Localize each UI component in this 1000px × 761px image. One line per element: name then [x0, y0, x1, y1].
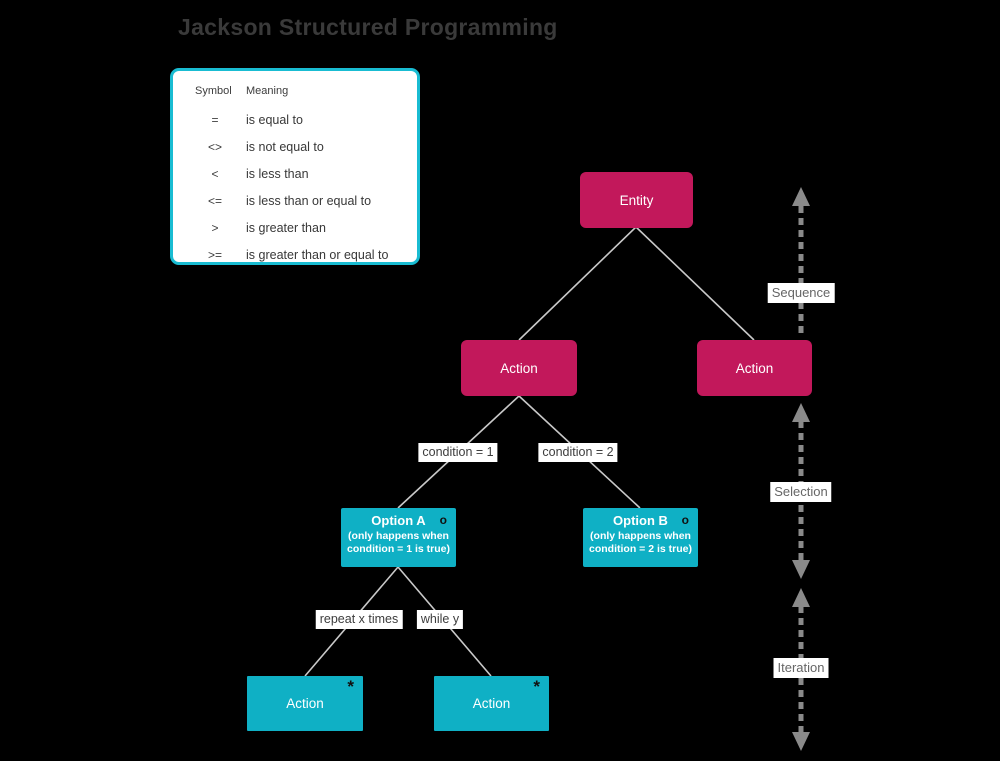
selection-arrow — [792, 403, 810, 579]
legend-symbol: <> — [207, 139, 222, 154]
legend-symbol: < — [211, 166, 219, 181]
node-option-b-subtitle: (only happens when condition = 2 is true… — [589, 529, 692, 555]
legend-header-row: Symbol Meaning — [187, 81, 409, 101]
legend-meaning: is equal to — [246, 112, 303, 127]
node-action-iter-left: * Action — [247, 676, 363, 731]
legend-meaning: is not equal to — [246, 139, 324, 154]
sequence-arrow — [792, 187, 810, 337]
node-action-iter-right-label: Action — [472, 696, 511, 711]
edge-entity-action-left — [518, 226, 637, 341]
node-action-right-label: Action — [735, 360, 774, 376]
legend-symbol: >= — [207, 247, 222, 262]
selection-marker-icon: o — [681, 513, 689, 527]
page-title: Jackson Structured Programming — [178, 14, 558, 40]
legend-row-less-than: < is less than — [187, 160, 409, 187]
edge-label-repeat: repeat x times — [315, 610, 403, 629]
legend-row-greater-than: > is greater than — [187, 214, 409, 241]
edge-label-condition-2: condition = 2 — [538, 443, 618, 462]
node-action-iter-right: * Action — [434, 676, 549, 731]
legend-row-equal: = is equal to — [187, 106, 409, 133]
annotation-iteration: Iteration — [773, 658, 829, 678]
sequence-arrow-head-up — [792, 187, 810, 206]
node-option-a-title: Option A — [371, 513, 426, 528]
legend-header-meaning: Meaning — [246, 85, 289, 97]
node-option-a-subtitle: (only happens when condition = 1 is true… — [347, 529, 450, 555]
legend-symbol: = — [211, 112, 219, 127]
iteration-arrow-head-up — [792, 588, 810, 607]
tree-edges — [304, 226, 755, 677]
selection-arrow-head-up — [792, 403, 810, 422]
legend-meaning: is less than — [246, 166, 309, 181]
node-option-a: o Option A (only happens when condition … — [341, 508, 456, 567]
legend-symbol: > — [211, 220, 219, 235]
iteration-marker-icon: * — [347, 677, 354, 696]
node-option-b: o Option B (only happens when condition … — [583, 508, 698, 567]
legend-row-greater-equal: >= is greater than or equal to — [187, 241, 409, 268]
node-action-left-label: Action — [500, 360, 538, 376]
node-action-right: Action — [697, 340, 812, 396]
annotation-sequence: Sequence — [767, 283, 835, 303]
edge-label-while: while y — [416, 610, 464, 629]
legend-meaning: is greater than — [246, 220, 326, 235]
legend-symbol: <= — [207, 193, 222, 208]
selection-arrow-head-down — [792, 560, 810, 579]
node-entity: Entity — [580, 172, 693, 228]
annotation-selection: Selection — [770, 482, 832, 502]
legend-meaning: is less than or equal to — [246, 193, 372, 208]
legend-box: Symbol Meaning = is equal to <> is not e… — [170, 68, 420, 265]
node-entity-label: Entity — [619, 192, 654, 208]
legend-row-less-equal: <= is less than or equal to — [187, 187, 409, 214]
node-option-b-title: Option B — [613, 513, 668, 528]
iteration-marker-icon: * — [533, 677, 540, 696]
legend-header-symbol: Symbol — [195, 85, 232, 97]
edge-entity-action-right — [635, 226, 755, 341]
node-action-left: Action — [461, 340, 577, 396]
edge-label-condition-1: condition = 1 — [418, 443, 498, 462]
node-action-iter-left-label: Action — [286, 696, 324, 711]
iteration-arrow-head-down — [792, 732, 810, 751]
legend-meaning: is greater than or equal to — [246, 247, 389, 262]
legend-row-not-equal: <> is not equal to — [187, 133, 409, 160]
selection-marker-icon: o — [439, 513, 447, 527]
